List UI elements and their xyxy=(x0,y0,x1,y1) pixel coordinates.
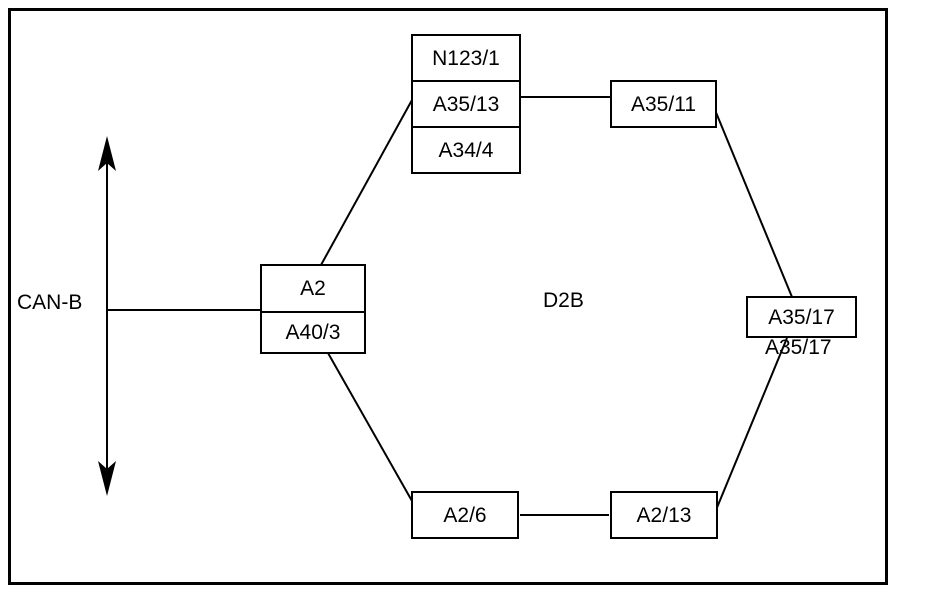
canb-arrowhead-down xyxy=(98,461,116,496)
node-a35-13: A35/13 xyxy=(413,80,519,126)
node-a35-17: A35/17 xyxy=(746,296,857,338)
node-a35-17-duplicate-label: A35/17 xyxy=(765,336,832,359)
ring-line-left-top xyxy=(320,99,413,266)
node-a2-13: A2/13 xyxy=(610,491,718,539)
node-a34-4: A34/4 xyxy=(413,126,519,172)
ring-line-right-upper xyxy=(714,109,793,298)
canb-arrowhead-up xyxy=(98,136,116,171)
ring-line-left-bottom xyxy=(327,352,413,502)
d2b-center-label: D2B xyxy=(543,289,584,312)
node-n123-1: N123/1 xyxy=(432,46,500,70)
node-a2: A2 xyxy=(300,277,326,300)
node-a2-6: A2/6 xyxy=(411,491,519,539)
node-group-top: N123/1 A35/13 A34/4 xyxy=(411,34,521,174)
canb-bus-label: CAN-B xyxy=(17,291,83,314)
diagram-frame xyxy=(8,8,888,585)
ring-line-right-lower xyxy=(715,337,788,511)
node-group-left: A2 A40/3 xyxy=(260,264,366,354)
node-a35-11: A35/11 xyxy=(610,80,717,128)
node-a40-3: A40/3 xyxy=(262,311,364,352)
